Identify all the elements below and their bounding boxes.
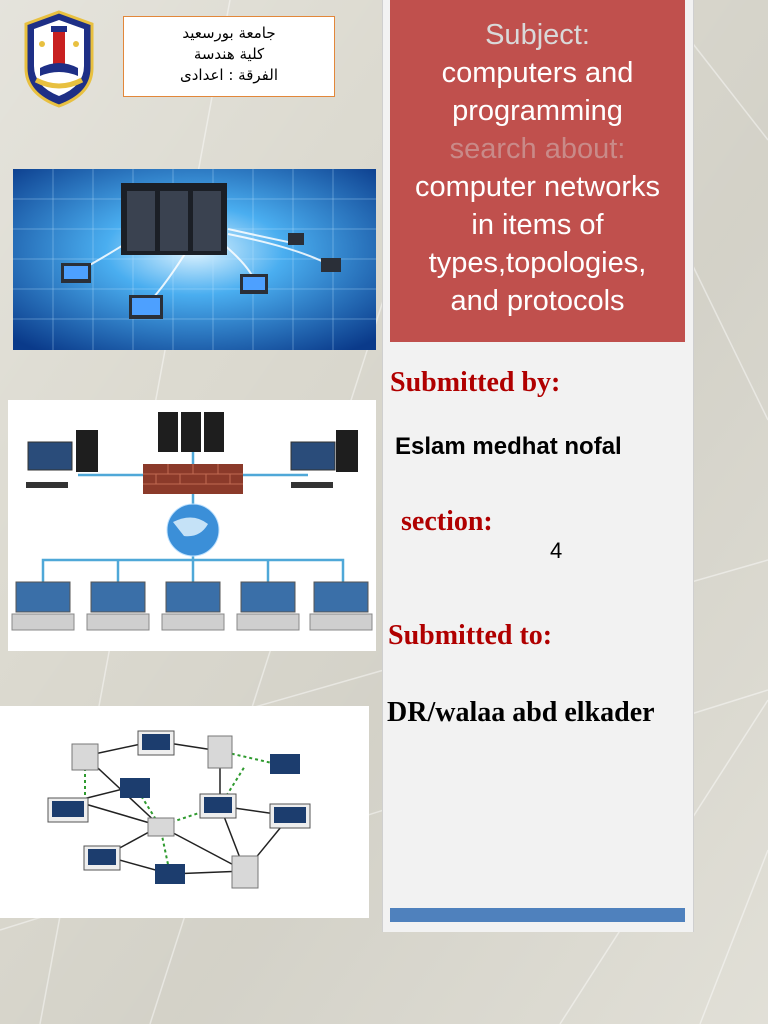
- footer-bar: [390, 908, 685, 922]
- topic-line-1: computer networks: [415, 171, 660, 203]
- section-label: section:: [401, 506, 493, 537]
- section-value: 4: [550, 538, 563, 563]
- submitted-to-label: Submitted to:: [388, 620, 553, 651]
- faculty-name: كلية هندسة: [193, 45, 265, 63]
- subject-line-2: programming: [452, 95, 623, 127]
- submitted-by-label: Submitted by:: [390, 367, 561, 398]
- subject-label: Subject:: [485, 19, 590, 51]
- student-name: Eslam medhat nofal: [395, 433, 622, 460]
- firewall-network-image: [8, 400, 376, 651]
- university-info-box: جامعة بورسعيد كلية هندسة الفرقة : اعدادى: [123, 16, 335, 97]
- academic-year: الفرقة : اعدادى: [180, 66, 278, 84]
- topic-line-3: types,topologies,: [428, 247, 647, 279]
- server-network-image: [13, 169, 376, 350]
- mesh-network-image: [0, 706, 369, 918]
- subject-line-1: computers and: [441, 57, 634, 89]
- subject-box: Subject: computers and programming searc…: [390, 0, 685, 342]
- doctor-name: DR/walaa abd elkader: [387, 697, 655, 728]
- topic-line-2: in items of: [471, 209, 604, 241]
- topic-line-4: and protocols: [450, 285, 625, 317]
- search-label: search about:: [449, 133, 626, 165]
- university-name: جامعة بورسعيد: [182, 24, 276, 42]
- university-logo: [22, 10, 96, 108]
